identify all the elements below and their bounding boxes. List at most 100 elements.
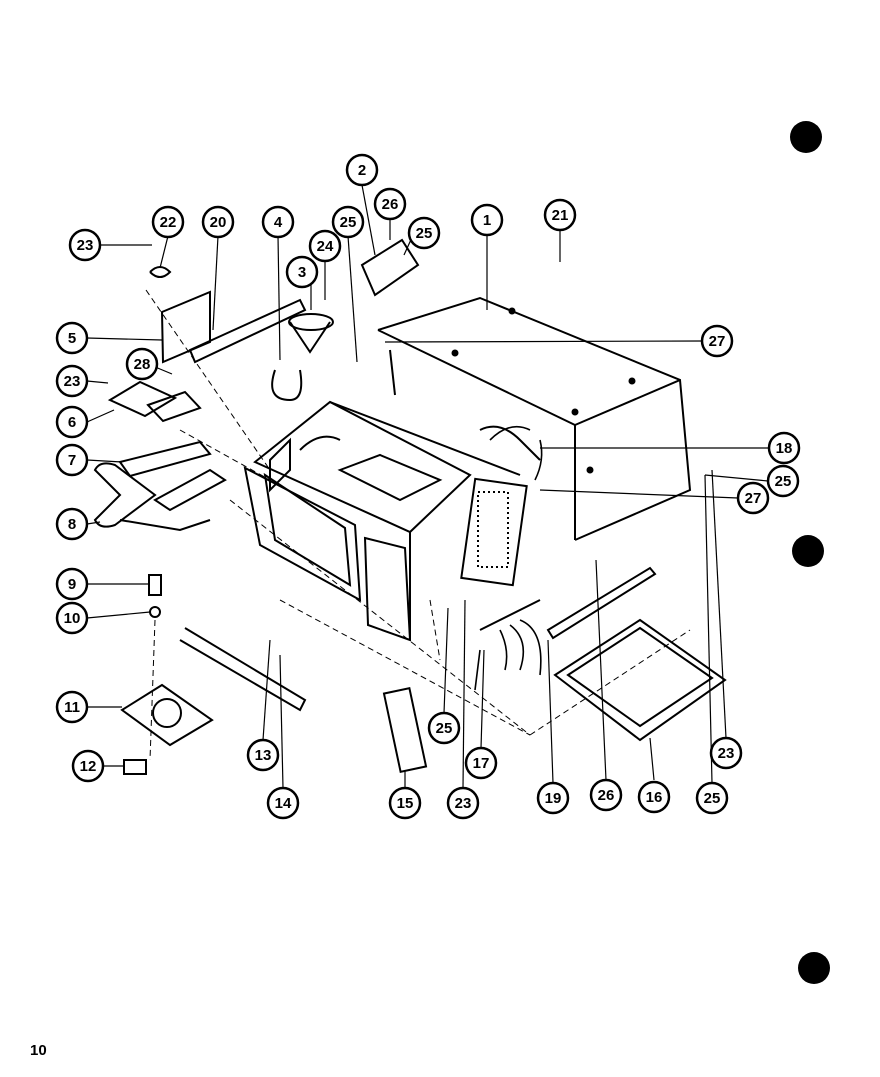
callout-label: 23 — [77, 237, 94, 254]
left-side-parts — [93, 238, 428, 775]
page-number: 10 — [30, 1042, 47, 1059]
callout-circle — [55, 405, 89, 439]
callout-label: 23 — [455, 795, 472, 812]
callout-label: 15 — [397, 795, 414, 812]
oven-cavity-assembly — [243, 400, 541, 642]
callout-p11: 11 — [55, 690, 89, 724]
callout-circle — [331, 205, 365, 239]
callout-circle — [767, 431, 801, 465]
callout-p24: 24 — [308, 229, 342, 263]
callout-circle — [536, 781, 570, 815]
callout-label: 27 — [709, 333, 726, 350]
callout-label: 25 — [340, 214, 357, 231]
callout-p2: 2 — [345, 153, 379, 187]
callout-label: 26 — [598, 787, 615, 804]
callout-label: 19 — [545, 790, 562, 807]
callout-label: 5 — [68, 330, 76, 347]
callout-p25d: 25 — [427, 711, 461, 745]
callout-circle — [543, 198, 577, 232]
callout-circle — [266, 786, 300, 820]
callout-circle — [736, 481, 770, 515]
callout-label: 4 — [274, 214, 283, 231]
callout-p22: 22 — [151, 205, 185, 239]
callout-p12: 12 — [71, 749, 105, 783]
punch-hole-bottom — [798, 952, 830, 984]
callout-label: 16 — [646, 789, 663, 806]
punch-hole-top — [790, 121, 822, 153]
callout-circle — [464, 746, 498, 780]
callout-p23b: 23 — [55, 364, 89, 398]
callout-label: 17 — [473, 755, 490, 772]
callout-circle — [285, 255, 319, 289]
callout-label: 20 — [210, 214, 227, 231]
callout-circle — [201, 205, 235, 239]
callout-circle — [55, 443, 89, 477]
callout-p18: 18 — [767, 431, 801, 465]
callout-label: 21 — [552, 207, 569, 224]
callout-p10: 10 — [55, 601, 89, 635]
callout-label: 25 — [416, 225, 433, 242]
callout-circle — [373, 187, 407, 221]
callout-circle — [246, 738, 280, 772]
punch-hole-middle — [792, 535, 824, 567]
callout-p23d: 23 — [709, 736, 743, 770]
callout-p27b: 27 — [736, 481, 770, 515]
callout-label: 27 — [745, 490, 762, 507]
callout-circle — [55, 601, 89, 635]
callout-p25b: 25 — [407, 216, 441, 250]
cavity-wiring-and-components — [474, 425, 543, 691]
callout-circle — [308, 229, 342, 263]
callout-p8: 8 — [55, 507, 89, 541]
right-side-parts — [479, 566, 727, 742]
callout-circle — [407, 216, 441, 250]
callout-label: 14 — [275, 795, 292, 812]
callout-circle — [345, 153, 379, 187]
microwave-cabinet-outer-case — [377, 296, 692, 541]
callout-p4: 4 — [261, 205, 295, 239]
callout-circle — [55, 364, 89, 398]
callout-p26b: 26 — [589, 778, 623, 812]
callout-p6: 6 — [55, 405, 89, 439]
callout-circle — [55, 690, 89, 724]
callout-circle — [470, 203, 504, 237]
callout-circle — [388, 786, 422, 820]
callout-p13: 13 — [246, 738, 280, 772]
callout-circle — [55, 321, 89, 355]
callout-label: 1 — [483, 212, 491, 229]
callout-p3: 3 — [285, 255, 319, 289]
callout-label: 9 — [68, 576, 76, 593]
callout-circle — [68, 228, 102, 262]
callout-p5: 5 — [55, 321, 89, 355]
callout-p25c: 25 — [766, 464, 800, 498]
callout-label: 10 — [64, 610, 81, 627]
callout-label: 3 — [298, 264, 306, 281]
callout-p9: 9 — [55, 567, 89, 601]
callout-p27a: 27 — [700, 324, 734, 358]
callout-p14: 14 — [266, 786, 300, 820]
callout-circle — [125, 347, 159, 381]
callout-circle — [427, 711, 461, 745]
callout-label: 24 — [317, 238, 334, 255]
callout-circle — [709, 736, 743, 770]
callout-label: 25 — [436, 720, 453, 737]
callout-label: 22 — [160, 214, 177, 231]
callout-circle — [637, 780, 671, 814]
callout-circle — [695, 781, 729, 815]
callout-label: 12 — [80, 758, 97, 775]
callout-label: 13 — [255, 747, 272, 764]
callout-p1: 1 — [470, 203, 504, 237]
callout-p26a: 26 — [373, 187, 407, 221]
leader-lines — [86, 184, 770, 790]
callout-label: 23 — [64, 373, 81, 390]
callout-label: 28 — [134, 356, 151, 373]
callout-p28: 28 — [125, 347, 159, 381]
callout-label: 25 — [704, 790, 721, 807]
callout-label: 23 — [718, 745, 735, 762]
callout-p21: 21 — [543, 198, 577, 232]
callout-circle — [589, 778, 623, 812]
callout-p7: 7 — [55, 443, 89, 477]
callout-circle — [446, 786, 480, 820]
callout-p17: 17 — [464, 746, 498, 780]
